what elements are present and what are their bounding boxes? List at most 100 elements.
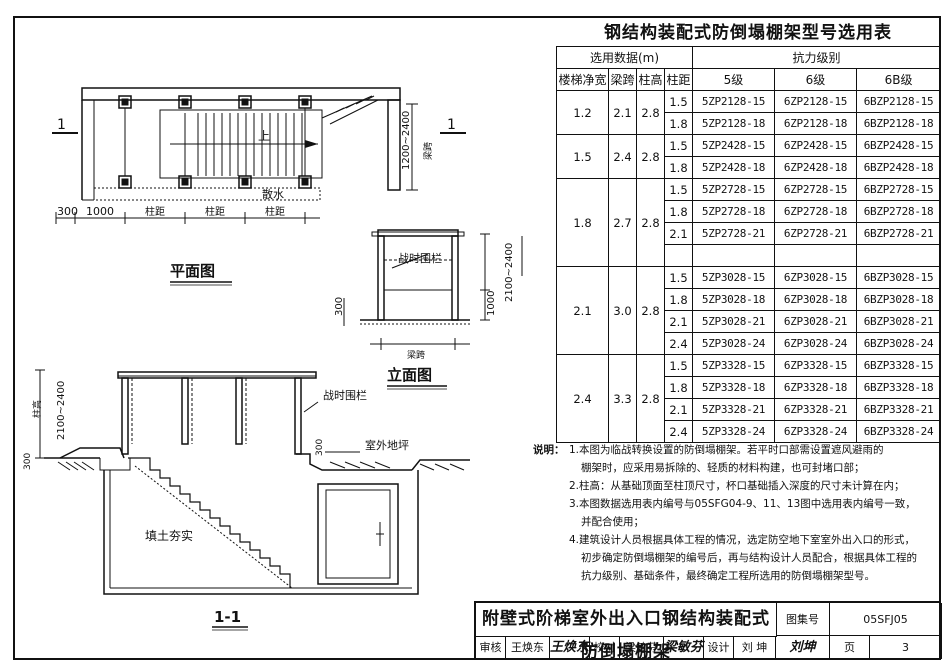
cell-level-6b (855, 244, 942, 267)
cell-level-6: 6ZP2728-15 (774, 178, 857, 201)
plan-up-label: 上 (258, 129, 270, 143)
cell-level-6b: 6BZP3328-18 (855, 376, 942, 399)
cell-span: 3.3 (608, 354, 637, 443)
note-line: 并配合使用； (581, 516, 644, 528)
cell-column-spacing: 1.5 (664, 134, 693, 157)
cell-height: 2.8 (636, 266, 665, 355)
cell-level-5: 5ZP3328-15 (692, 354, 775, 377)
cell-level-5: 5ZP2728-15 (692, 178, 775, 201)
plan-section-mark-right: 1 (447, 117, 456, 133)
cell-column-spacing: 1.5 (664, 90, 693, 113)
elevation-view: 战时围栏 2100~2400 1000 300 梁跨 立面图 (334, 229, 523, 390)
cell-level-6b: 6BZP3328-24 (855, 420, 942, 443)
cell-column-spacing: 1.5 (664, 266, 693, 289)
cell-height: 2.8 (636, 134, 665, 179)
cell-column-spacing: 1.8 (664, 112, 693, 135)
header-selection-data: 选用数据(m) (556, 46, 693, 69)
cell-level-5: 5ZP3028-15 (692, 266, 775, 289)
col-column-spacing: 柱距 (664, 68, 693, 91)
elev-dim-1000: 1000 (486, 291, 497, 316)
cell-width: 2.4 (556, 354, 609, 443)
cell-height: 2.8 (636, 354, 665, 443)
cell-level-6b: 6BZP3328-15 (855, 354, 942, 377)
cell-column-spacing: 2.4 (664, 420, 693, 443)
cell-level-6: 6ZP2128-15 (774, 90, 857, 113)
cell-span: 2.1 (608, 90, 637, 135)
cell-level-5: 5ZP3028-21 (692, 310, 775, 333)
designer-signature: 刘坤 (776, 636, 830, 659)
plan-dim-1000: 1000 (86, 205, 114, 218)
cell-level-6: 6ZP3328-21 (774, 398, 857, 421)
cell-level-6: 6ZP2428-15 (774, 134, 857, 157)
section-view: 战时围栏 室外地坪 填土夯实 2100~2400 柱高 300 300 1-1 (23, 369, 470, 631)
cell-level-6: 6ZP3328-24 (774, 420, 857, 443)
cell-level-5: 5ZP3328-24 (692, 420, 775, 443)
reviewer-name: 王焕东 (506, 636, 550, 659)
cell-level-6b: 6BZP2128-15 (855, 90, 942, 113)
cell-column-spacing: 1.5 (664, 178, 693, 201)
plan-apron-label: 散水 (262, 187, 284, 201)
section-fill-label: 填土夯实 (145, 528, 193, 543)
section-ground-label: 室外地坪 (365, 438, 409, 452)
note-line: 3.本图数据选用表内编号与05SFG04-9、11、13图中选用表内编号一致， (569, 498, 916, 510)
reviewer-signature: 王焕东 (550, 636, 590, 659)
plan-dim-col-3: 柱距 (265, 205, 285, 218)
plan-dim-beam: 梁跨 (422, 142, 434, 160)
plan-dim-300: 300 (57, 205, 78, 218)
design-label: 设计 (704, 636, 734, 659)
cell-level-5 (692, 244, 775, 267)
notes-list: 1.本图为临战转换设置的防倒塌棚架。若平时口部需设置遮风避雨的 棚架时，应采用易… (569, 441, 939, 585)
cell-column-spacing: 2.4 (664, 332, 693, 355)
cell-level-6: 6ZP3328-15 (774, 354, 857, 377)
cell-level-6b: 6BZP3028-21 (855, 310, 942, 333)
cell-level-6: 6ZP3028-15 (774, 266, 857, 289)
note-line: 初步确定防倒塌棚架的编号后，再与结构设计人员配合，根据具体工程的 (581, 552, 917, 564)
check-label: 校对 (590, 636, 620, 659)
page-number: 3 (870, 636, 942, 659)
plan-title: 平面图 (170, 262, 215, 280)
plan-dim-col-1: 柱距 (145, 205, 165, 218)
plan-section-mark-left: 1 (57, 117, 66, 133)
col-column-height: 柱高 (636, 68, 665, 91)
cell-width: 1.2 (556, 90, 609, 135)
cell-column-spacing: 1.8 (664, 376, 693, 399)
cell-column-spacing: 2.1 (664, 398, 693, 421)
col-beam-span: 梁跨 (608, 68, 637, 91)
section-dim-col: 柱高 (31, 400, 43, 418)
elev-dim-height: 2100~2400 (504, 243, 515, 302)
plan-view: 1 1 上 (52, 87, 466, 286)
cell-column-spacing: 1.8 (664, 288, 693, 311)
section-dim-300-right: 300 (315, 439, 325, 456)
cell-level-5: 5ZP2128-18 (692, 112, 775, 135)
cell-level-5: 5ZP2128-15 (692, 90, 775, 113)
cell-height: 2.8 (636, 90, 665, 135)
cell-column-spacing (664, 244, 693, 267)
cell-level-5: 5ZP2428-18 (692, 156, 775, 179)
cell-column-spacing: 1.5 (664, 354, 693, 377)
elev-rail-label: 战时围栏 (398, 251, 442, 265)
section-rail-label: 战时围栏 (323, 388, 367, 402)
col-level-6: 6级 (774, 68, 857, 91)
atlas-number: 05SFJ05 (830, 603, 942, 636)
cell-span: 2.7 (608, 178, 637, 267)
col-stair-width: 楼梯净宽 (556, 68, 609, 91)
atlas-label: 图集号 (776, 603, 830, 636)
plan-hatch (321, 95, 379, 125)
cell-width: 1.5 (556, 134, 609, 179)
cell-level-5: 5ZP2428-15 (692, 134, 775, 157)
drawing-title: 附壁式阶梯室外出入口钢结构装配式防倒塌棚架 (476, 603, 777, 662)
elev-dim-300: 300 (334, 297, 345, 316)
cell-level-6b: 6BZP2728-18 (855, 200, 942, 223)
